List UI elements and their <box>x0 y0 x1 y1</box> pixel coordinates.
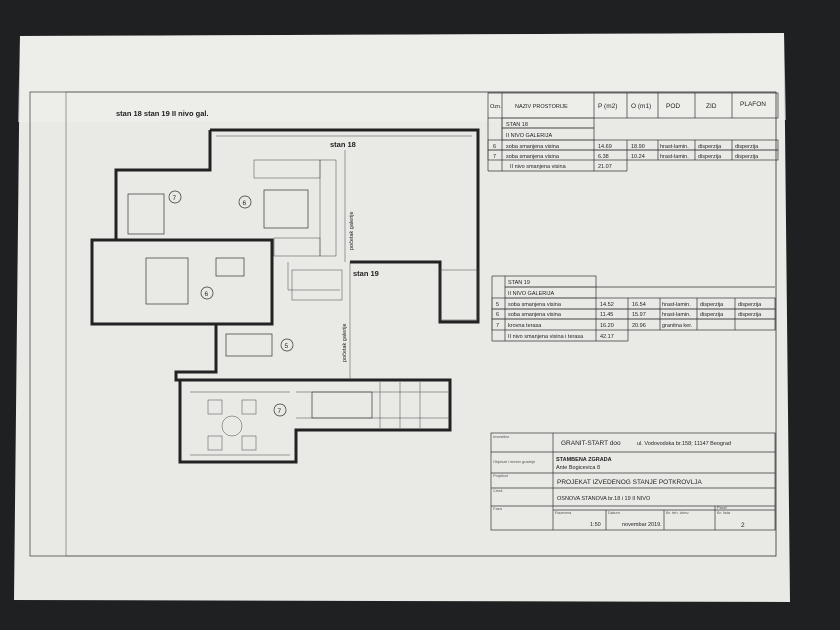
drawing-text: PROJEKAT IZVEDENOG STANJE POTKROVLJA <box>557 479 702 486</box>
plan-title: stan 18 stan 19 II nivo gal. <box>116 109 209 118</box>
investor-name: GRANIT-START doo <box>561 440 621 447</box>
drawing-text: ul. Vodovodska br.158; 11147 Beograd <box>637 441 731 447</box>
drawing-text: disperzija <box>700 312 724 318</box>
drawing-text: soba smanjena visina <box>508 312 562 318</box>
room-number: 5 <box>285 343 289 350</box>
drawing-text: II NIVO GALERIJA <box>506 133 552 139</box>
drawing-text: II nivo smanjena visina i terasa <box>508 334 584 340</box>
drawing-text: Br. lista <box>717 510 731 515</box>
drawing-text: POD <box>666 103 680 110</box>
drawing-text: Faza <box>493 506 503 511</box>
drawing-text: hrast-lamin. <box>660 144 689 150</box>
room-number: 7 <box>278 408 282 415</box>
drawing-text: 11.45 <box>600 312 613 318</box>
drawing-text: krovna terasa <box>508 323 542 329</box>
title-block <box>490 432 776 531</box>
title-block-text: Investitor GRANIT-START doo ul. Vodovods… <box>493 434 745 529</box>
drawing-text: soba smanjena visina <box>508 302 562 308</box>
room-number: 6 <box>243 200 247 207</box>
drawing-text: granitna ker. <box>662 323 693 329</box>
drawing-text: OSNOVA STANOVA br.18 i 19 II NIVO <box>557 496 651 502</box>
drawing-text: Razmera <box>555 510 572 515</box>
drawing-text: disperzija <box>698 144 722 150</box>
drawing-text: 10.24 <box>631 154 645 160</box>
room-table-stan19-text: STAN 19 II NIVO GALERIJA 5 soba smanjena… <box>496 280 762 340</box>
drawing-text: II nivo smanjena visina <box>510 164 567 170</box>
drawing-text: STAMBENA ZGRADA <box>556 457 612 463</box>
drawing-text: Ante Bogicevica 8 <box>556 465 600 471</box>
label-stan18: stan 18 <box>330 140 356 149</box>
drawing-text: 14.52 <box>600 302 614 308</box>
drawing-text: 42.17 <box>600 334 614 340</box>
drawing-text: STAN 18 <box>506 122 528 128</box>
drawing-text: novembar 2019. <box>622 522 662 528</box>
drawing-text: disperzija <box>738 312 762 318</box>
drawing-text: 18.90 <box>631 144 645 150</box>
drawing-text: soba smanjena visina <box>506 154 560 160</box>
gallery-start-label: početak galerije <box>342 323 348 362</box>
room-table-stan19 <box>491 275 776 342</box>
room-table-stan18-text: Ozn. NAZIV PROSTORIJE P (m2) O (m1) POD … <box>490 101 766 170</box>
drawing-text: disperzija <box>700 302 724 308</box>
drawing-text: STAN 19 <box>508 280 530 286</box>
drawing-text: hrast-lamin. <box>662 312 691 318</box>
drawing-text: Ozn. <box>490 104 502 110</box>
drawing-text: 15.97 <box>632 312 646 318</box>
room-markers: 7 6 6 5 7 <box>168 190 294 417</box>
room-table-stan18 <box>487 92 779 172</box>
drawing-text: 6.38 <box>598 154 609 160</box>
drawing-text: disperzija <box>738 302 762 308</box>
drawing-text: Crtež <box>493 488 503 493</box>
room-number: 7 <box>173 195 177 202</box>
drawing-text: Datum <box>608 510 620 515</box>
drawing-text: hrast-lamin. <box>662 302 691 308</box>
drawing-text: O (m1) <box>631 103 651 110</box>
drawing-text: disperzija <box>735 154 759 160</box>
drawing-text: hrast-lamin. <box>660 154 689 160</box>
drawing-text: 14.69 <box>598 144 612 150</box>
drawing-text: 6 <box>496 312 499 318</box>
drawing-text: ZID <box>706 103 717 110</box>
drawing-text: 7 <box>496 323 499 329</box>
drawing-text: Objekat i mesto gradnje <box>493 459 536 464</box>
drawing-text: PLAFON <box>740 101 766 108</box>
drawing-text: 5 <box>496 302 499 308</box>
drawing-text: 7 <box>493 154 496 160</box>
drawing-text: Paraf <box>717 505 727 510</box>
drawing-text: disperzija <box>698 154 722 160</box>
drawing-text: 20.96 <box>632 323 646 329</box>
drawing-text: 16.54 <box>632 302 646 308</box>
label-stan19: stan 19 <box>353 269 379 278</box>
drawing-text: Br. teh. dnev. <box>666 510 689 515</box>
drawing-text: Projekat <box>493 473 509 478</box>
drawing-text: soba smanjena visina <box>506 144 560 150</box>
gallery-start-label: početak galerije <box>349 211 355 250</box>
drawing-text: Investitor <box>493 434 510 439</box>
floor-plan <box>90 128 480 464</box>
drawing-text: II NIVO GALERIJA <box>508 291 554 297</box>
room-number: 6 <box>205 291 209 298</box>
drawing-text: NAZIV PROSTORIJE <box>515 104 568 110</box>
drawing-text: 1:50 <box>590 522 601 528</box>
drawing-text: disperzija <box>735 144 759 150</box>
paper <box>14 33 790 602</box>
drawing-text: 21.07 <box>598 164 612 170</box>
drawing-text: 16.20 <box>600 323 614 329</box>
drawing-text: P (m2) <box>598 103 617 110</box>
drawing-text: 6 <box>493 144 496 150</box>
drawing-text: 2 <box>741 522 745 529</box>
